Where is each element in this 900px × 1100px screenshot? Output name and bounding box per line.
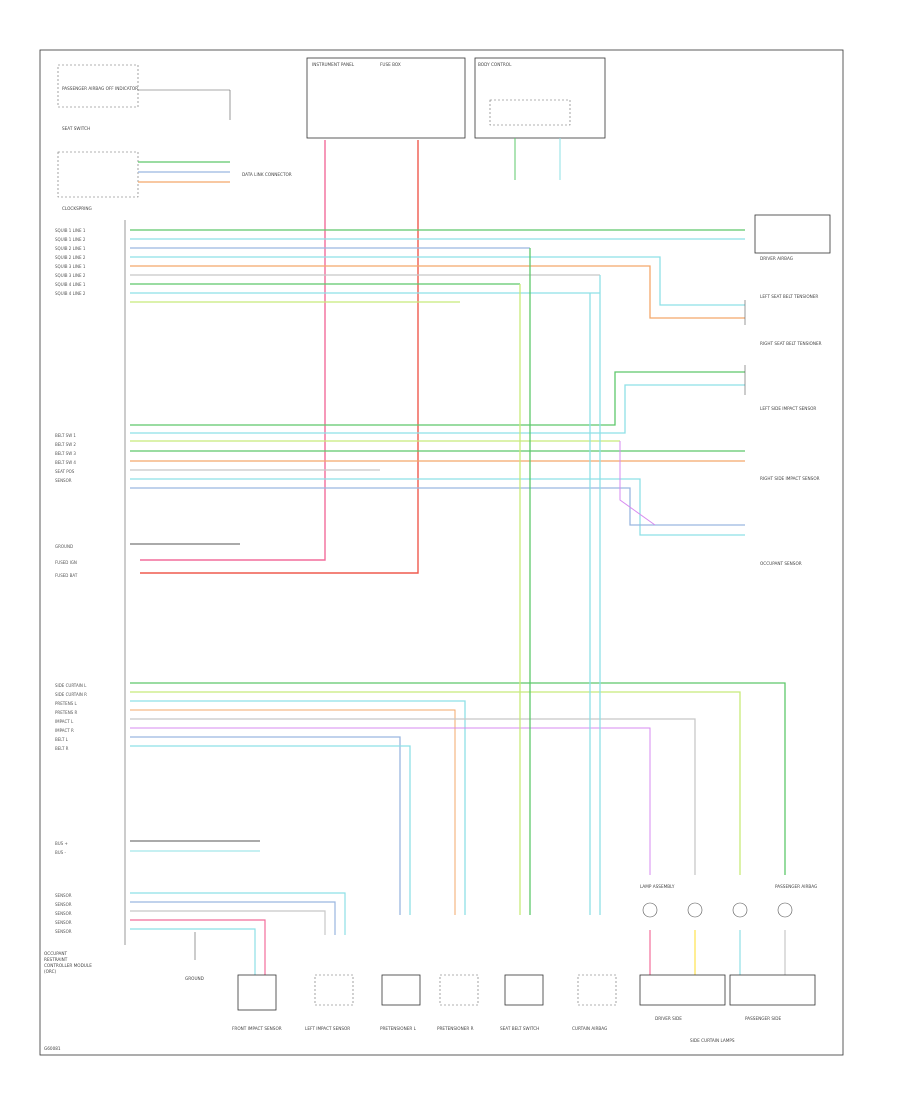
component-label: LEFT SIDE IMPACT SENSOR <box>760 406 816 411</box>
component-label: RIGHT SIDE IMPACT SENSOR <box>760 476 820 481</box>
pin-label: GROUND <box>55 544 73 549</box>
pin-label: SQUIB 1 LINE 2 <box>55 237 86 242</box>
pin-label: SEAT POS <box>55 469 75 474</box>
component-label: CURTAIN AIRBAG <box>572 1026 607 1031</box>
seat-switch-label: SEAT SWITCH <box>62 126 90 131</box>
pin-label: SQUIB 3 LINE 1 <box>55 264 86 269</box>
pin-label: SENSOR <box>55 893 72 898</box>
module-name: OCCUPANT <box>44 951 67 956</box>
left-impact-sensor-box <box>314 974 354 1006</box>
lamp-icon <box>687 902 703 918</box>
lamp-icon <box>642 902 658 918</box>
pin-label: SIDE CURTAIN L <box>55 683 87 688</box>
pin-label: SENSOR <box>55 911 72 916</box>
dlc-label: DATA LINK CONNECTOR <box>242 172 292 177</box>
pretensioner-l-box <box>381 974 421 1006</box>
diagram-border <box>39 49 844 1056</box>
lamp-label: LAMP ASSEMBLY <box>640 884 675 889</box>
body-control-box <box>474 57 606 139</box>
pin-label: IMPACT L <box>55 719 74 724</box>
pin-label: BELT L <box>55 737 69 742</box>
pin-label: BELT R <box>55 746 69 751</box>
component-label: RIGHT SEAT BELT TENSIONER <box>760 341 822 346</box>
lamp-icon <box>777 902 793 918</box>
component-label: LEFT SEAT BELT TENSIONER <box>760 294 818 299</box>
footer-code: G60081 <box>44 1046 61 1051</box>
driver-airbag-box <box>754 214 831 254</box>
pin-label: SENSOR <box>55 920 72 925</box>
pin-label: SIDE CURTAIN R <box>55 692 87 697</box>
pin-label: BELT SW 1 <box>55 433 76 438</box>
wire-pink <box>140 140 326 561</box>
driver-side-switch-box <box>639 974 726 1006</box>
pin-label: SQUIB 4 LINE 1 <box>55 282 86 287</box>
component-label: PRETENSIONER R <box>437 1026 474 1031</box>
pin-label: PRETENS L <box>55 701 77 706</box>
front-impact-sensor-box <box>237 974 277 1011</box>
wire-red <box>140 140 419 574</box>
switch-label: DRIVER SIDE <box>655 1016 682 1021</box>
component-label: LEFT IMPACT SENSOR <box>305 1026 350 1031</box>
pin-label: PRETENS R <box>55 710 77 715</box>
component-label: PRETENSIONER L <box>380 1026 417 1031</box>
curtain-airbag-box <box>577 974 617 1006</box>
passenger-airbag-off-label: PASSENGER AIRBAG OFF INDICATOR <box>62 86 138 91</box>
instrument-panel-box <box>306 57 466 139</box>
pin-label: FUSED BAT <box>55 573 78 578</box>
pin-label: BUS - <box>55 850 66 855</box>
clockspring-box <box>57 151 139 198</box>
clockspring-label: CLOCKSPRING <box>62 206 92 211</box>
pin-label: FUSED IGN <box>55 560 77 565</box>
module-name: CONTROLLER MODULE <box>44 963 92 968</box>
pin-label: SQUIB 2 LINE 2 <box>55 255 86 260</box>
bottom-group-label: SIDE CURTAIN LAMPS <box>690 1038 735 1043</box>
body-control-label: BODY CONTROL <box>478 62 512 67</box>
ground-label: GROUND <box>185 976 204 981</box>
pin-label: SENSOR <box>55 902 72 907</box>
module-name: (ORC) <box>44 969 57 974</box>
pin-label: IMPACT R <box>55 728 74 733</box>
module-name: RESTRAINT <box>44 957 68 962</box>
pin-label: SENSOR <box>55 929 72 934</box>
seat-belt-switch-box <box>504 974 544 1006</box>
fuse-box-label: FUSE BOX <box>380 62 401 67</box>
switch-label: PASSENGER SIDE <box>745 1016 781 1021</box>
pin-label: SQUIB 4 LINE 2 <box>55 291 86 296</box>
pin-label: BELT SW 3 <box>55 451 76 456</box>
pin-label: SQUIB 3 LINE 2 <box>55 273 86 278</box>
pin-label: SQUIB 1 LINE 1 <box>55 228 86 233</box>
pretensioner-r-box <box>439 974 479 1006</box>
component-label: FRONT IMPACT SENSOR <box>232 1026 282 1031</box>
pin-label: SQUIB 2 LINE 1 <box>55 246 86 251</box>
component-label: OCCUPANT SENSOR <box>760 561 802 566</box>
ipc-label: INSTRUMENT PANEL <box>312 62 355 67</box>
pin-label: BELT SW 4 <box>55 460 76 465</box>
component-label: DRIVER AIRBAG <box>760 256 793 261</box>
pin-label: BELT SW 2 <box>55 442 76 447</box>
passenger-side-switch-box <box>729 974 816 1006</box>
passenger-airbag-label: PASSENGER AIRBAG <box>775 884 817 889</box>
lamp-icon <box>732 902 748 918</box>
passenger-airbag-off-box <box>57 64 139 108</box>
pin-label: SENSOR <box>55 478 72 483</box>
pin-label: BUS + <box>55 841 68 846</box>
component-label: SEAT BELT SWITCH <box>500 1026 539 1031</box>
